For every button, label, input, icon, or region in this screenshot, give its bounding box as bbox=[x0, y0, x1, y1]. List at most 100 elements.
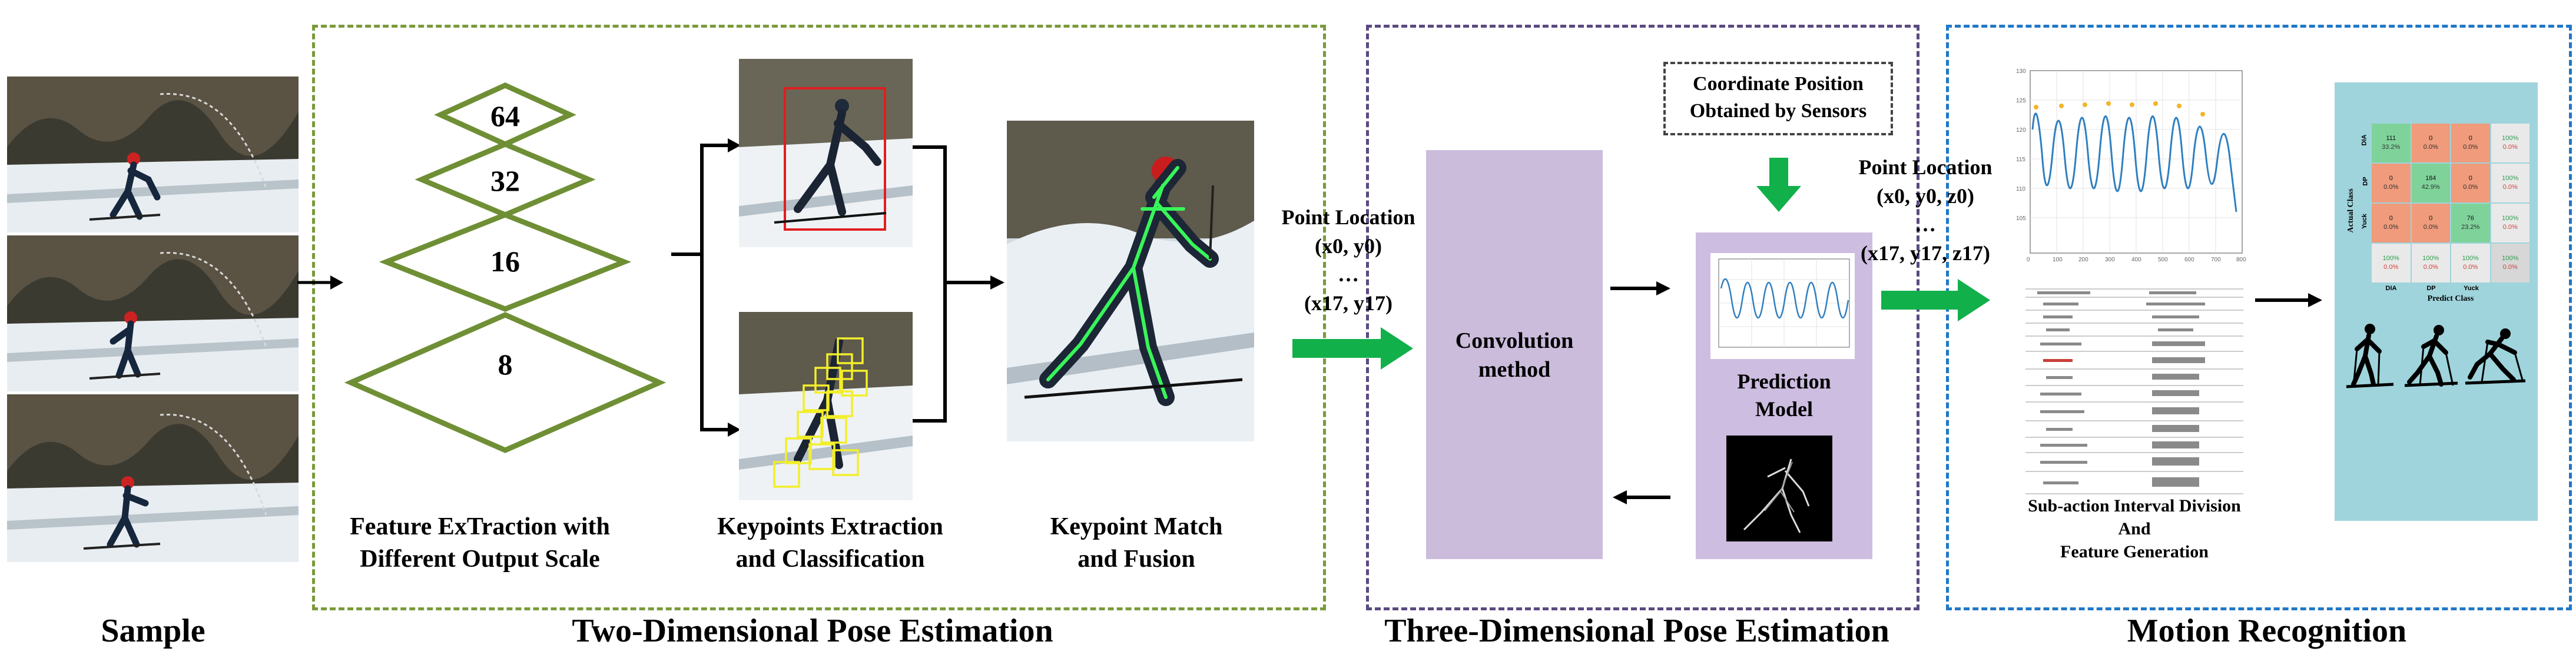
caption-subaction-line-1: Sub-action Interval Division bbox=[2028, 496, 2241, 516]
prediction-line-1: Prediction bbox=[1737, 370, 1831, 393]
matrix-cell-percent: 0.0% bbox=[2502, 144, 2518, 151]
matrix-row-label-2: Yuck bbox=[2360, 214, 2368, 229]
svg-text:110: 110 bbox=[2016, 186, 2025, 192]
svg-text:115: 115 bbox=[2016, 157, 2025, 163]
svg-text:700: 700 bbox=[2211, 257, 2221, 263]
matrix-cell-percent: 0.0% bbox=[2423, 264, 2438, 271]
matrix-cell-percent: 0.0% bbox=[2383, 224, 2399, 231]
sensor-box bbox=[1663, 62, 1893, 135]
feature-formula-table bbox=[2025, 285, 2243, 497]
fused-skeleton-photo bbox=[1007, 121, 1254, 441]
point-location-2d-ellipsis: … bbox=[1338, 262, 1359, 287]
matrix-cell-percent: 42.9% bbox=[2421, 184, 2440, 191]
svg-text:500: 500 bbox=[2158, 257, 2168, 263]
svg-text:105: 105 bbox=[2016, 215, 2026, 222]
green-arrow-to-motion bbox=[1881, 279, 1990, 321]
caption-match-line-1: Keypoint Match bbox=[1050, 513, 1223, 540]
pyramid-level-32: 32 bbox=[490, 164, 520, 197]
matrix-cell-count: 0 bbox=[2468, 135, 2472, 142]
prediction-line-2: Model bbox=[1755, 397, 1813, 421]
svg-text:400: 400 bbox=[2131, 257, 2141, 263]
pyramid-level-8: 8 bbox=[498, 348, 513, 381]
matrix-cell-count: 100% bbox=[2422, 255, 2439, 262]
svg-text:200: 200 bbox=[2078, 257, 2088, 263]
sample-frame-3 bbox=[7, 394, 299, 562]
arrow-sample-to-pyramid bbox=[297, 275, 343, 290]
point-location-3d-last: (x17, y17, z17) bbox=[1861, 241, 1990, 265]
stage-title-three-d: Three-Dimensional Pose Estimation bbox=[1384, 613, 1889, 649]
keypoints-photo bbox=[739, 312, 913, 500]
point-location-2d-label: Point Location bbox=[1281, 205, 1415, 229]
point-location-3d-ellipsis: … bbox=[1915, 212, 1936, 237]
point-location-3d-first: (x0, y0, z0) bbox=[1877, 184, 1974, 208]
matrix-y-title: Actual Class bbox=[2346, 188, 2355, 233]
sensor-line-2: Obtained by Sensors bbox=[1689, 99, 1867, 122]
matrix-cell-count: 0 bbox=[2389, 215, 2393, 222]
matrix-col-label-1: DP bbox=[2426, 285, 2436, 292]
matrix-cell-r3-c2: 100%0.0% bbox=[2451, 244, 2490, 283]
matrix-cell-count: 0 bbox=[2429, 135, 2433, 142]
matrix-cell-percent: 0.0% bbox=[2383, 264, 2399, 271]
matrix-cell-r3-c1: 100% 0.0% bbox=[2411, 244, 2450, 283]
caption-keypoints-line-1: Keypoints Extraction bbox=[717, 513, 943, 540]
feature-pyramid bbox=[344, 82, 667, 453]
convolution-line-1: Convolution bbox=[1455, 328, 1574, 353]
svg-text:130: 130 bbox=[2016, 68, 2026, 75]
matrix-cell-count: 100% bbox=[2462, 255, 2479, 262]
matrix-row-label-1: DP bbox=[2362, 177, 2369, 186]
matrix-x-title: Predict Class bbox=[2427, 294, 2474, 303]
matrix-cell-r1-c1: 184 42.9% bbox=[2411, 164, 2450, 202]
pyramid-level-16: 16 bbox=[490, 245, 520, 278]
sample-frame-2 bbox=[7, 235, 299, 391]
matrix-row-label-0: DIA bbox=[2360, 134, 2368, 146]
matrix-cell-count: 76 bbox=[2466, 215, 2474, 222]
arrow-prediction-to-conv bbox=[1613, 490, 1670, 504]
sample-frame-1 bbox=[7, 77, 299, 232]
stage-title-motion: Motion Recognition bbox=[2127, 613, 2407, 649]
arrow-split-keypoints bbox=[671, 138, 741, 437]
skier-pictogram-3 bbox=[2465, 328, 2526, 385]
green-arrow-sensor-to-prediction bbox=[1756, 158, 1801, 212]
matrix-cell-r2-c0: 0 0.0% bbox=[2372, 204, 2411, 242]
point-location-3d-label: Point Location bbox=[1858, 155, 1992, 179]
caption-subaction-line-3: Feature Generation bbox=[2060, 542, 2209, 561]
caption-match-line-2: and Fusion bbox=[1078, 545, 1195, 573]
svg-text:300: 300 bbox=[2105, 257, 2115, 263]
matrix-cell-count: 0 bbox=[2389, 175, 2393, 182]
svg-text:0: 0 bbox=[2027, 257, 2030, 263]
matrix-cell-percent: 33.2% bbox=[2382, 144, 2401, 151]
skier-pictogram-2 bbox=[2404, 325, 2458, 387]
green-arrow-to-convolution bbox=[1292, 327, 1413, 370]
point-location-3d: Point Location (x0, y0, z0) … (x17, y17,… bbox=[1849, 153, 2002, 267]
caption-keypoints: Keypoints Extraction and Classification bbox=[665, 511, 995, 575]
arrow-to-recognition bbox=[2255, 293, 2322, 307]
matrix-cell-r3-c3: 100%0.0% bbox=[2491, 244, 2529, 283]
svg-text:120: 120 bbox=[2016, 127, 2026, 134]
skeleton-3d-image bbox=[1726, 436, 1832, 541]
confusion-matrix: Actual Class DIA DP Yuck 111 33.2% 0 0.0% 0 0… bbox=[2342, 118, 2531, 335]
matrix-cell-count: 111 bbox=[2386, 135, 2396, 142]
matrix-cell-r0-c0: 111 33.2% bbox=[2372, 124, 2411, 162]
convolution-label: Convolution method bbox=[1426, 327, 1603, 385]
caption-keypoint-match: Keypoint Match and Fusion bbox=[1001, 511, 1272, 575]
sensor-label: Coordinate Position Obtained by Sensors bbox=[1663, 71, 1893, 125]
matrix-cell-percent: 0.0% bbox=[2502, 264, 2518, 271]
caption-subaction: Sub-action Interval Division And Feature… bbox=[1999, 494, 2270, 563]
svg-text:600: 600 bbox=[2184, 257, 2194, 263]
matrix-cell-count: 100% bbox=[2502, 135, 2519, 142]
point-location-2d-first: (x0, y0) bbox=[1315, 234, 1382, 258]
matrix-cell-percent: 0.0% bbox=[2463, 184, 2478, 191]
matrix-cell-percent: 0.0% bbox=[2423, 224, 2438, 231]
stage-title-sample: Sample bbox=[101, 613, 205, 649]
matrix-col-label-2: Yuck bbox=[2464, 285, 2479, 292]
matrix-cell-count: 184 bbox=[2425, 175, 2436, 182]
sensor-line-1: Coordinate Position bbox=[1693, 73, 1864, 95]
arrow-conv-to-prediction bbox=[1610, 281, 1670, 295]
stage-title-two-d: Two-Dimensional Pose Estimation bbox=[572, 613, 1053, 649]
